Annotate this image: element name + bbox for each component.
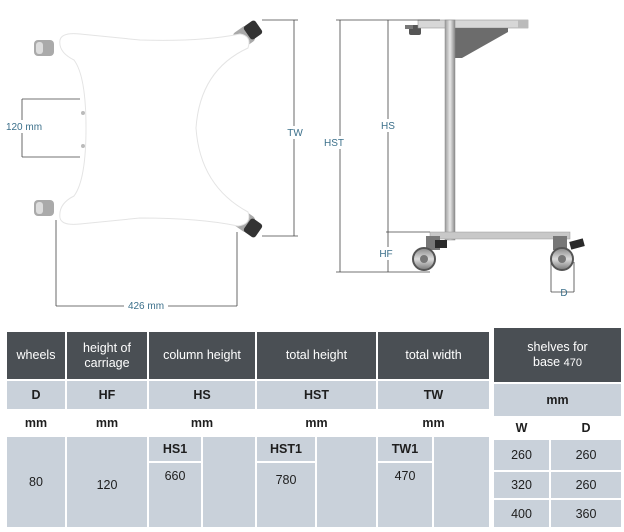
empty-cell — [434, 437, 489, 527]
value-total-height: 780 — [257, 463, 315, 527]
header-total-width: total width — [378, 332, 489, 379]
dimension-hs: HS — [378, 20, 430, 233]
trolley-dimension-diagram: 120 mm 426 mm TW — [2, 19, 585, 312]
dimension-120mm: 120 mm — [2, 98, 80, 158]
mount-hole — [81, 111, 85, 115]
dimension-label-tw: TW — [287, 128, 303, 139]
dimension-426mm: 426 mm — [55, 220, 238, 312]
dimension-tw: TW — [262, 19, 306, 237]
shelf-row-3-d: 360 — [551, 500, 621, 527]
value-wheels: 80 — [7, 437, 65, 527]
top-view: 120 mm 426 mm TW — [2, 19, 306, 312]
shelves-title: shelves for — [527, 339, 588, 354]
wheel-left — [412, 236, 447, 271]
symbol-total-width: TW — [378, 381, 489, 409]
dimension-label-120: 120 mm — [6, 122, 42, 133]
shelf-row-2-d: 260 — [551, 472, 621, 498]
shelf-row-1-d: 260 — [551, 440, 621, 470]
symbol-wheels: D — [7, 381, 65, 409]
shelves-header: shelves for base 470 — [494, 328, 621, 382]
value-carriage: 120 — [67, 437, 147, 527]
sub-label-hst1: HST1 — [257, 437, 315, 461]
side-view: HST HS HF D — [323, 19, 585, 299]
dimension-hf: HF — [377, 232, 397, 272]
empty-cell — [317, 437, 376, 527]
unit-column: mm — [149, 411, 255, 435]
dimension-label-hs: HS — [381, 121, 395, 132]
dimension-d: D — [550, 262, 575, 299]
shelves-base-value: 470 — [563, 356, 582, 369]
shelf-row-2-w: 320 — [494, 472, 549, 498]
unit-wheels: mm — [7, 411, 65, 435]
sub-label-hs1: HS1 — [149, 437, 201, 461]
value-column-height: 660 — [149, 463, 201, 527]
header-wheels: wheels — [7, 332, 65, 379]
shelves-col-d: D — [551, 418, 621, 438]
dimension-hst: HST — [323, 19, 440, 273]
column — [444, 19, 456, 241]
symbol-column: HS — [149, 381, 255, 409]
mount-hole — [81, 144, 85, 148]
base-bar — [429, 231, 571, 240]
symbol-total-height: HST — [257, 381, 376, 409]
unit-carriage: mm — [67, 411, 147, 435]
sub-label-tw1: TW1 — [378, 437, 432, 461]
dimension-label-d: D — [560, 288, 567, 299]
header-column-height: column height — [149, 332, 255, 379]
shelf-row-1-w: 260 — [494, 440, 549, 470]
caster-top-left — [34, 40, 54, 56]
dimension-label-hf: HF — [379, 249, 392, 260]
header-total-height: total height — [257, 332, 376, 379]
unit-total-width: mm — [378, 411, 489, 435]
shelves-col-w: W — [494, 418, 549, 438]
dimension-label-426: 426 mm — [128, 301, 164, 312]
shelves-subtitle: base 470 — [533, 354, 582, 369]
shelves-unit: mm — [494, 384, 621, 416]
shelf-row-3-w: 400 — [494, 500, 549, 527]
symbol-carriage: HF — [67, 381, 147, 409]
wheel-right — [550, 236, 585, 271]
header-height-of-carriage: height of carriage — [67, 332, 147, 379]
caster-bottom-left — [34, 200, 54, 216]
base-plate — [59, 33, 250, 227]
empty-cell — [203, 437, 255, 527]
unit-total-height: mm — [257, 411, 376, 435]
shelf-bracket — [452, 28, 508, 58]
value-total-width: 470 — [378, 463, 432, 527]
dimension-label-hst: HST — [324, 138, 344, 149]
top-arm — [417, 19, 529, 29]
